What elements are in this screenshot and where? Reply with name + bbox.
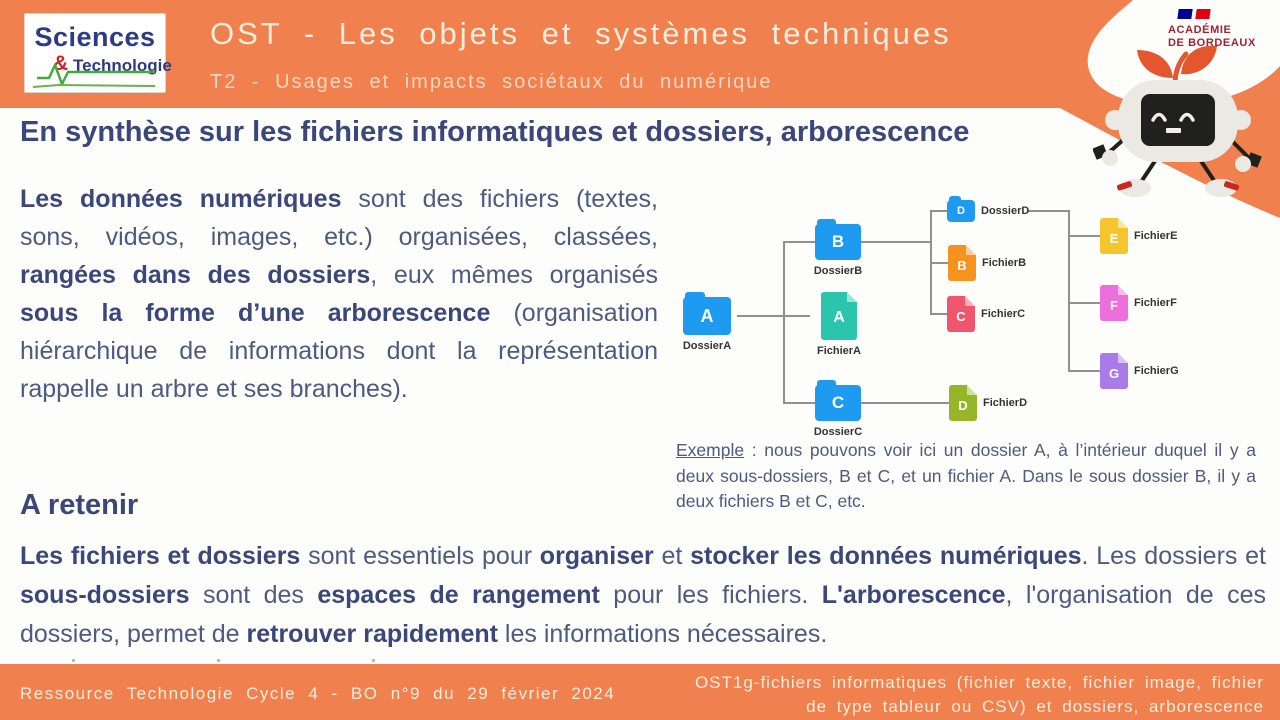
retenir-seg: espaces de rangement — [317, 581, 600, 609]
footer-bar: Ressource Technologie Cycle 4 - BO n°9 d… — [0, 664, 1280, 720]
file-a-icon: A — [821, 292, 857, 340]
folder-c-label: DossierC — [813, 426, 863, 438]
retenir-seg: Les fichiers et dossiers — [20, 542, 301, 570]
french-flag-icon — [1177, 8, 1212, 20]
retenir-seg: pour les fichiers. — [599, 581, 822, 609]
page-title: OST - Les objets et systèmes techniques — [210, 16, 952, 51]
file-f-label: FichierF — [1134, 297, 1177, 309]
clipped-text-remnant — [72, 659, 75, 662]
folder-tree-diagram: A DossierA B DossierB A FichierA C Dossi… — [675, 185, 1275, 440]
retenir-seg: retrouver rapidement — [246, 620, 498, 648]
intro-seg: , eux mêmes organisés — [370, 261, 658, 289]
retenir-paragraph: Les fichiers et dossiers sont essentiels… — [20, 537, 1266, 654]
logo-line2: Technologie — [73, 56, 172, 75]
intro-seg: (organisation hiérarchique de informatio… — [20, 299, 658, 403]
example-caption: Exemple : nous pouvons voir ici un dossi… — [676, 438, 1256, 515]
section-heading: En synthèse sur les fichiers informatiqu… — [20, 116, 970, 148]
file-f-icon: F — [1100, 285, 1128, 321]
tree-line — [930, 210, 947, 212]
tree-line — [1068, 210, 1070, 372]
retenir-seg: les informations nécessaires. — [497, 620, 828, 648]
retenir-seg: et — [653, 542, 691, 570]
example-text: : nous pouvons voir ici un dossier A, à … — [676, 440, 1256, 511]
footer-left-text: Ressource Technologie Cycle 4 - BO n°9 d… — [20, 684, 616, 703]
file-d-icon: D — [949, 385, 977, 421]
retenir-seg: stocker les données numériques — [690, 542, 1082, 570]
tree-line — [1068, 302, 1100, 304]
sciences-technologie-logo: Sciences & Technologie — [24, 13, 172, 93]
folder-b-icon: B — [815, 219, 861, 260]
tree-line — [861, 241, 930, 243]
footer-right-line1: OST1g-fichiers informatiques (fichier te… — [694, 673, 1264, 692]
folder-a-icon: A — [683, 292, 731, 335]
folder-d-label: DossierD — [981, 205, 1030, 217]
retenir-seg: L'arborescence — [821, 581, 1006, 609]
tree-line — [1068, 370, 1100, 372]
intro-seg: Les données numériques — [20, 185, 342, 213]
heartbeat-line-icon — [32, 63, 156, 88]
robot-mascot-icon — [1093, 45, 1262, 197]
academie-bordeaux-logo: ACADÉMIE DE BORDEAUX — [1168, 8, 1272, 50]
file-a-label: FichierA — [816, 345, 861, 357]
header-band — [0, 0, 1010, 108]
file-c-label: FichierC — [981, 308, 1026, 320]
academie-line2: DE BORDEAUX — [1168, 37, 1256, 49]
retenir-seg: . Les dossiers et — [1081, 542, 1266, 570]
academie-line1: ACADÉMIE — [1168, 24, 1232, 36]
folder-a-label: DossierA — [682, 340, 732, 352]
file-c-icon: C — [947, 296, 975, 332]
file-d-label: FichierD — [983, 397, 1028, 409]
tree-line — [861, 402, 949, 404]
file-g-icon: G — [1100, 353, 1128, 389]
retenir-seg: sous-dossiers — [20, 581, 190, 609]
tree-line — [930, 313, 947, 315]
tree-line — [783, 241, 815, 243]
file-b-icon: B — [948, 245, 976, 281]
folder-b-label: DossierB — [813, 265, 863, 277]
retenir-seg: organiser — [539, 542, 654, 570]
retenir-seg: , l'organisation de ces dossiers, permet… — [20, 581, 1266, 648]
a-retenir-heading: A retenir — [20, 489, 139, 521]
file-e-icon: E — [1100, 218, 1128, 254]
tree-line — [1068, 235, 1100, 237]
tree-line — [930, 262, 948, 264]
intro-seg: rangées dans des dossiers — [20, 261, 371, 289]
intro-seg: sous la forme d’une arborescence — [20, 299, 491, 327]
tree-line — [1027, 210, 1068, 212]
tree-line — [737, 315, 810, 317]
footer-right-line2: de type tableur ou CSV) et dossiers, arb… — [806, 697, 1264, 716]
file-b-label: FichierB — [982, 257, 1027, 269]
tree-line — [783, 241, 785, 404]
retenir-seg: sont des — [189, 581, 318, 609]
file-e-label: FichierE — [1134, 230, 1178, 242]
file-g-label: FichierG — [1134, 365, 1179, 377]
page-subtitle: T2 - Usages et impacts sociétaux du numé… — [210, 71, 773, 93]
folder-d-icon: D — [947, 196, 975, 222]
intro-paragraph: Les données numériques sont des fichiers… — [20, 180, 658, 408]
footer-right-text: OST1g-fichiers informatiques (fichier te… — [695, 671, 1264, 719]
logo-line1: Sciences — [34, 22, 156, 52]
folder-c-icon: C — [815, 380, 861, 421]
intro-seg: sont des fichiers (textes, sons, vidéos,… — [20, 185, 658, 251]
retenir-seg: sont essentiels pour — [300, 542, 540, 570]
example-label: Exemple — [676, 440, 745, 460]
tree-line — [783, 402, 815, 404]
